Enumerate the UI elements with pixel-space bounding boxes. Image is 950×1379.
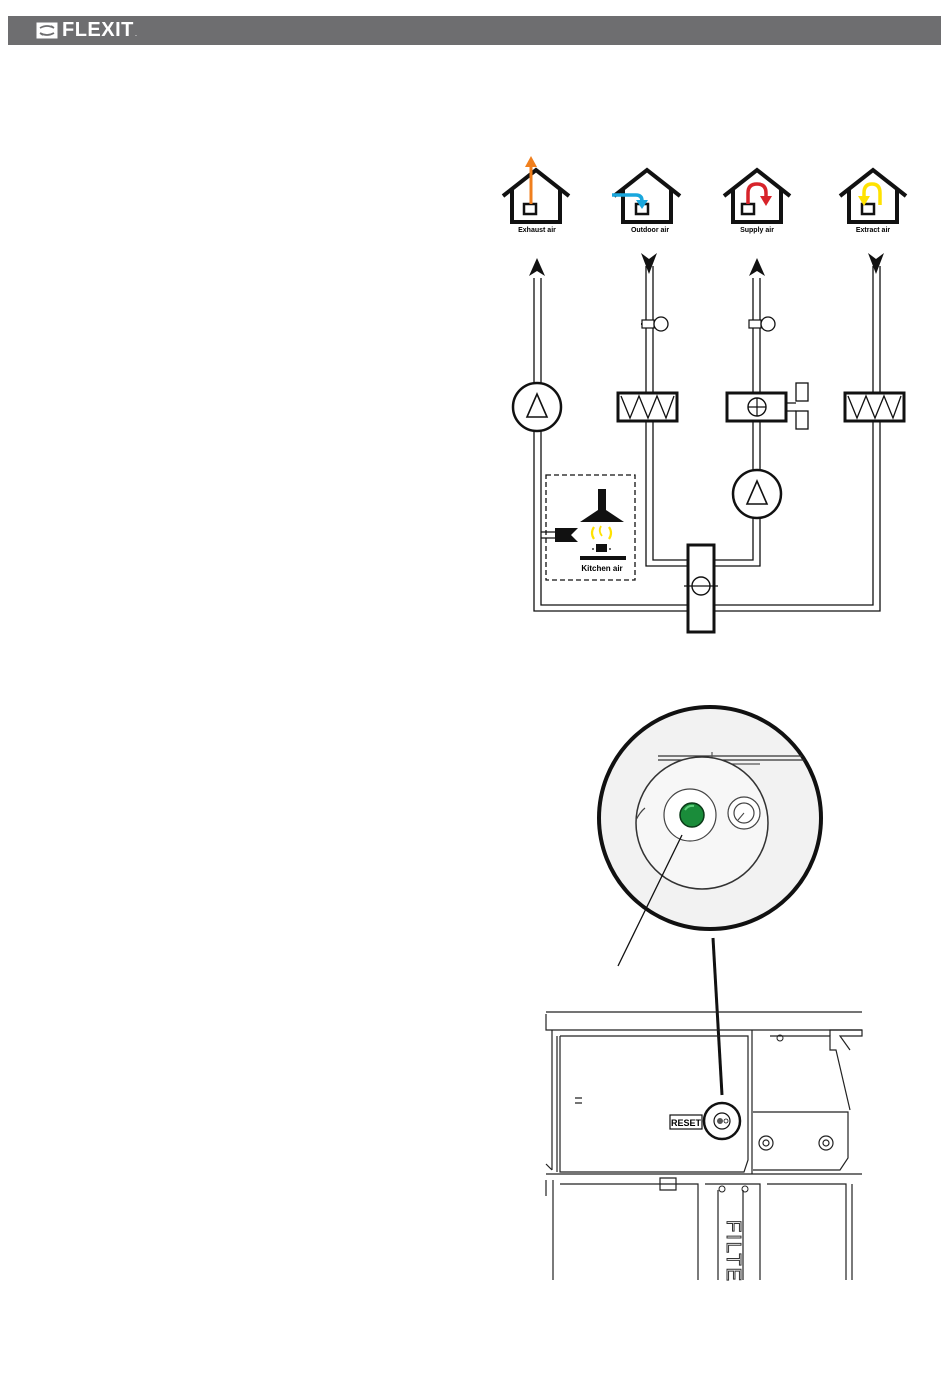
header-bar: FLEXIT . bbox=[8, 16, 941, 45]
brand-trademark: . bbox=[135, 29, 137, 38]
exhaust-fan bbox=[513, 383, 561, 431]
extract-filter bbox=[845, 393, 904, 421]
reset-button[interactable] bbox=[704, 1103, 740, 1139]
outdoor-air-house: Outdoor air bbox=[612, 170, 680, 234]
extract-air-label: Extract air bbox=[856, 227, 891, 234]
cooker-hood-icon bbox=[580, 489, 624, 522]
outdoor-filter bbox=[618, 393, 677, 421]
ventilation-unit-drawing bbox=[546, 1012, 862, 1280]
outdoor-down-arrow bbox=[641, 253, 657, 274]
airflow-diagram: Exhaust air Outdoor air Supply air Extra… bbox=[490, 150, 920, 640]
exhaust-air-label: Exhaust air bbox=[518, 227, 556, 234]
brand-name: FLEXIT bbox=[62, 17, 134, 44]
kitchen-hood-box: Kitchen air bbox=[541, 475, 635, 580]
unit-reset-illustration: RESET FILTE bbox=[540, 700, 870, 1290]
brand: FLEXIT . bbox=[36, 17, 137, 44]
supply-up-arrow bbox=[749, 258, 765, 276]
outdoor-temp-sensor bbox=[641, 317, 668, 331]
cable-gland-right bbox=[819, 1136, 833, 1150]
cable-gland-left bbox=[759, 1136, 773, 1150]
reset-label: RESET bbox=[671, 1118, 702, 1128]
heater-battery bbox=[727, 383, 808, 429]
supply-air-label: Supply air bbox=[740, 227, 774, 234]
supply-fan bbox=[733, 470, 781, 518]
filter-marking: FILTE bbox=[722, 1220, 744, 1283]
flexit-exchanger-logo-icon bbox=[36, 22, 58, 39]
rotary-heat-exchanger bbox=[684, 545, 718, 632]
extract-air-house: Extract air bbox=[840, 170, 906, 234]
supply-air-house: Supply air bbox=[724, 170, 790, 234]
kitchen-air-label: Kitchen air bbox=[581, 564, 622, 573]
exhaust-air-house: Exhaust air bbox=[503, 156, 569, 234]
outdoor-air-label: Outdoor air bbox=[631, 227, 669, 234]
exhaust-up-arrow bbox=[529, 258, 545, 276]
zoom-connector-line bbox=[713, 938, 722, 1095]
extract-down-arrow bbox=[868, 253, 884, 274]
